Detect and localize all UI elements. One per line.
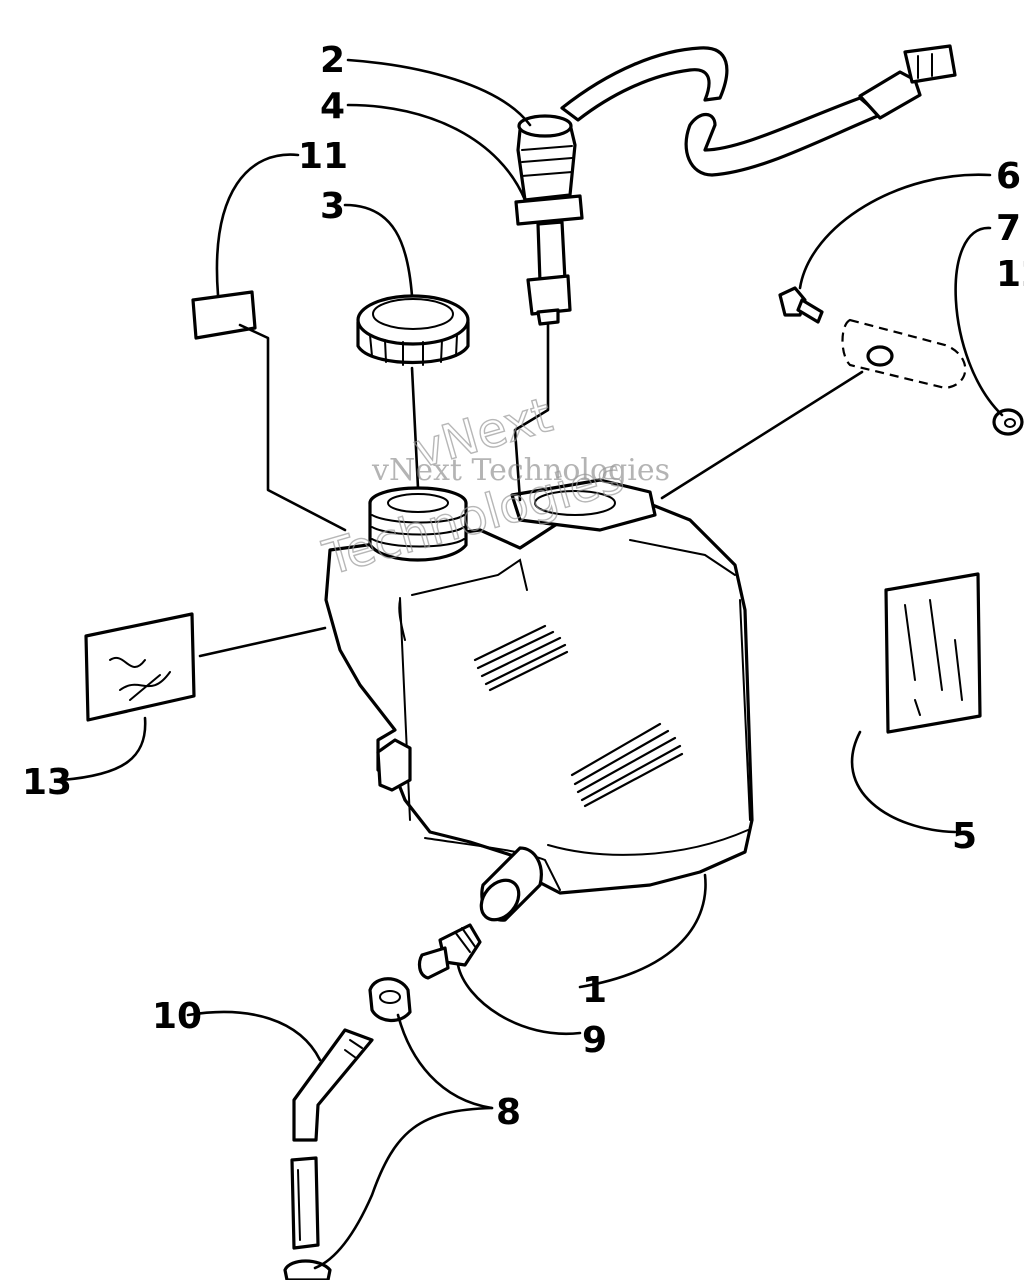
callout-4: 4 [320,86,345,127]
callout-7: 7 [996,208,1021,249]
callout-12: 12 [996,254,1024,295]
callout-6: 6 [996,156,1021,197]
tank-sender-port [510,478,657,532]
callout-5: 5 [952,816,977,857]
mounting-bolt [778,286,824,324]
leader-lines [60,58,1004,1270]
sender-wire-harness [560,44,957,177]
left-decal [84,612,196,722]
watermark-line-small: vNext Technologies [371,453,670,488]
callout-labels: 2 4 11 3 6 7 12 13 5 1 10 9 8 [22,40,1024,1133]
right-decal [884,572,982,734]
callout-8: 8 [496,1092,521,1133]
callout-9: 9 [582,1020,607,1061]
tank-body [324,498,754,895]
callout-2: 2 [320,40,345,81]
callout-13: 13 [22,762,72,803]
tank-outlet-spout [479,846,543,922]
callout-10: 10 [152,996,202,1037]
washer [992,408,1024,436]
filler-cap [356,294,470,366]
hose-clamp-upper [368,977,412,1022]
small-decal [191,290,257,340]
callout-1: 1 [582,970,607,1011]
outlet-fitting [417,923,482,980]
level-sender [514,114,584,326]
callout-11: 11 [298,136,348,177]
bushing-dashed [841,318,967,390]
drain-hose [290,1028,374,1250]
callout-3: 3 [320,186,345,227]
